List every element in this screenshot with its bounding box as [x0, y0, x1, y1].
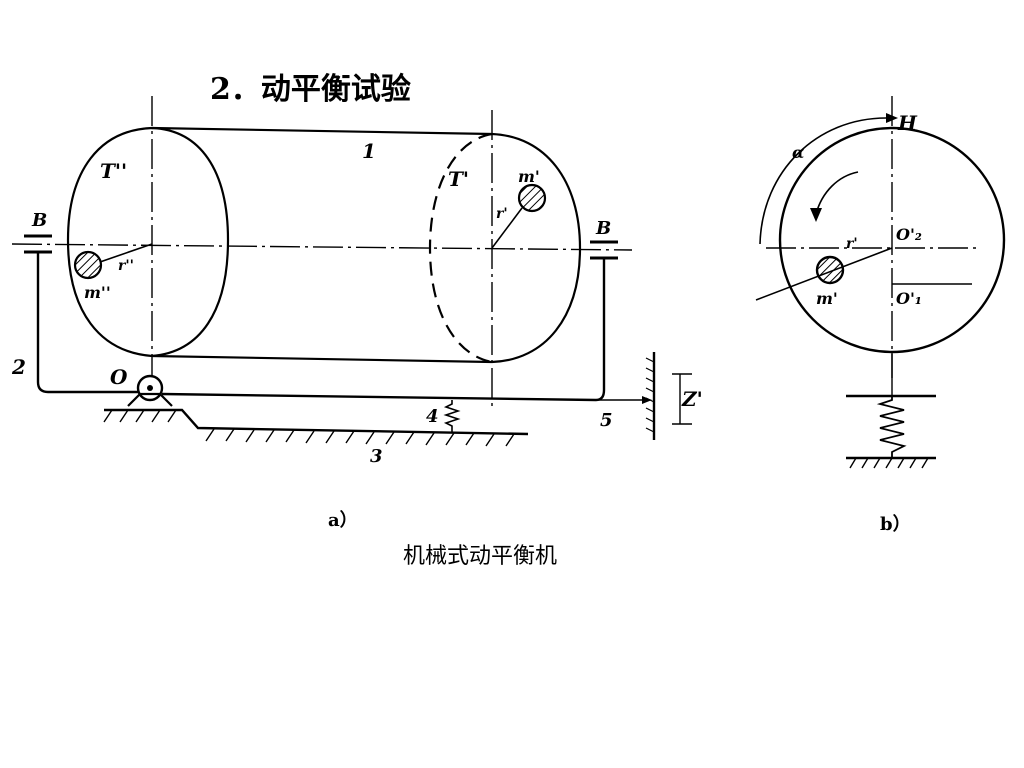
figure-b-labels: H α r' m' O'₂ O'₁ b）: [792, 111, 922, 535]
label-figure-a: a）: [328, 510, 358, 531]
radius-right: [491, 207, 523, 249]
figure-b: [755, 96, 1006, 469]
pivot-support: [127, 392, 173, 407]
label-radius-left: r'': [118, 258, 134, 274]
right-end-plane-outer: [491, 132, 582, 364]
pointer-arrow: [642, 396, 652, 404]
label-bearing-right: B: [595, 218, 611, 239]
ground: [104, 408, 529, 436]
rotor-top-edge: [151, 126, 493, 136]
label-angle: α: [792, 143, 804, 162]
label-radius-right: r': [496, 206, 508, 222]
label-top-h: H: [897, 111, 918, 135]
label-part1: 1: [362, 139, 376, 163]
angle-arc: [759, 117, 887, 245]
rotation-arc: [815, 171, 859, 215]
figure-caption: 机械式动平衡机: [402, 544, 557, 569]
pivot-center: [147, 385, 153, 391]
label-plane-left: T'': [100, 159, 127, 183]
rotation-arrow: [810, 208, 822, 222]
angle-arc-arrow: [886, 113, 898, 123]
mass-b: [815, 255, 845, 285]
label-bearing-left: B: [31, 210, 47, 231]
label-center-upper: O'₂: [896, 225, 922, 244]
label-part2: 2: [11, 355, 26, 379]
rotor-axis: [11, 243, 633, 251]
figure-a: [11, 96, 692, 447]
mass-left: [73, 250, 103, 280]
label-plane-right: T': [448, 167, 469, 191]
label-mass-b: m': [816, 289, 838, 308]
figure-a-labels: 1 2 3 4 5 T'' T' m'' m' r'' r' B B O Z' …: [11, 139, 703, 531]
label-amplitude: Z': [681, 387, 703, 411]
mass-right: [517, 183, 547, 213]
scale-ticks: [645, 357, 655, 433]
ground-b-hatch: [849, 457, 929, 469]
spring-b: [876, 396, 907, 458]
label-part4: 4: [426, 406, 439, 427]
label-radius-b: r': [846, 236, 858, 252]
ground-hatch: [103, 409, 515, 447]
label-part3: 3: [370, 446, 383, 467]
rotor-bottom-edge: [151, 354, 493, 364]
left-end-plane: [66, 126, 230, 358]
right-end-plane-hidden: [428, 132, 493, 364]
label-figure-b: b）: [880, 514, 911, 535]
radius-left: [99, 243, 153, 263]
label-pivot: O: [110, 365, 128, 389]
label-mass-left: m'': [84, 283, 111, 302]
label-part5: 5: [600, 410, 613, 431]
spring: [443, 400, 461, 432]
label-center-lower: O'₁: [896, 289, 922, 308]
label-mass-right: m': [518, 167, 540, 186]
slide-title: 2．动平衡试验: [210, 72, 411, 107]
